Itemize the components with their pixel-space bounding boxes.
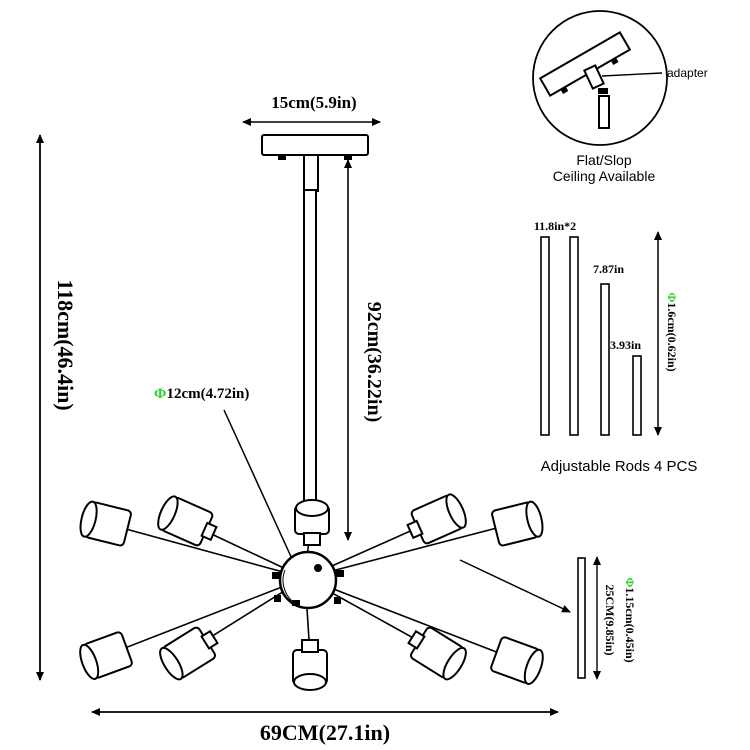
- total-width-dimension: 69CM(27.1in): [91, 708, 559, 745]
- rod-length-label: 92cm(36.22in): [363, 302, 385, 423]
- adjustable-rods: 11.8in*2 7.87in 3.93in Φ1.6cm(0.62in) Ad…: [534, 219, 698, 475]
- arm-spec: 25CM(9.85in) Φ1.15cm(0.45in): [577, 556, 637, 680]
- socket: [79, 500, 132, 547]
- arm-phi-symbol: Φ: [623, 577, 637, 587]
- svg-text:Φ1.6cm(0.62in): Φ1.6cm(0.62in): [665, 292, 679, 371]
- total-height-dimension: 118cm(46.4in): [36, 134, 78, 681]
- socket: [157, 495, 218, 547]
- rod-mid: [600, 283, 610, 436]
- center-diameter-callout: Φ12cm(4.72in): [154, 386, 299, 573]
- socket: [294, 499, 330, 546]
- total-height-label: 118cm(46.4in): [53, 279, 78, 410]
- rods-caption: Adjustable Rods 4 PCS: [541, 458, 698, 475]
- adapter-inset: adapter Flat/Slop Ceiling Available: [532, 10, 708, 184]
- ceiling-note-line2: Ceiling Available: [553, 168, 656, 184]
- rod-label-long: 11.8in*2: [534, 219, 576, 233]
- rod-phi-symbol: Φ: [665, 292, 679, 302]
- arm-callout-arrow: [459, 559, 571, 613]
- rod-short: [632, 355, 642, 436]
- svg-text:Φ12cm(4.72in): Φ12cm(4.72in): [154, 386, 249, 402]
- rod-label-short: 3.93in: [610, 338, 641, 352]
- rod-long-1: [540, 236, 550, 436]
- svg-text:Φ1.15cm(0.45in): Φ1.15cm(0.45in): [623, 577, 637, 662]
- socket: [490, 636, 544, 685]
- socket: [292, 639, 328, 691]
- center-hub: [278, 550, 338, 610]
- socket: [407, 626, 467, 681]
- bulb-sockets: [79, 493, 544, 691]
- adapter-label: adapter: [667, 66, 708, 80]
- socket: [159, 626, 219, 681]
- rod-label-mid: 7.87in: [593, 262, 624, 276]
- center-diameter-label: 12cm(4.72in): [166, 386, 249, 402]
- arm-length-label: 25CM(9.85in): [603, 585, 617, 656]
- arm-diameter-label: 1.15cm(0.45in): [623, 587, 637, 662]
- socket: [491, 500, 544, 547]
- rod-long-2: [569, 236, 579, 436]
- arm-rod: [577, 557, 586, 679]
- arm-end-caps: [272, 570, 344, 606]
- ceiling-note-line1: Flat/Slop: [576, 152, 631, 168]
- hanging-rod: [303, 189, 317, 509]
- socket: [406, 493, 467, 545]
- total-width-label: 69CM(27.1in): [260, 720, 390, 745]
- canopy-width-label: 15cm(5.9in): [271, 93, 356, 112]
- phi-symbol: Φ: [154, 386, 166, 402]
- socket: [79, 631, 133, 680]
- rod-length-dimension: 92cm(36.22in): [344, 159, 385, 541]
- canopy-width-dimension: 15cm(5.9in): [242, 93, 381, 126]
- rod-diameter-label: 1.6cm(0.62in): [665, 302, 679, 371]
- ceiling-canopy: [261, 134, 369, 192]
